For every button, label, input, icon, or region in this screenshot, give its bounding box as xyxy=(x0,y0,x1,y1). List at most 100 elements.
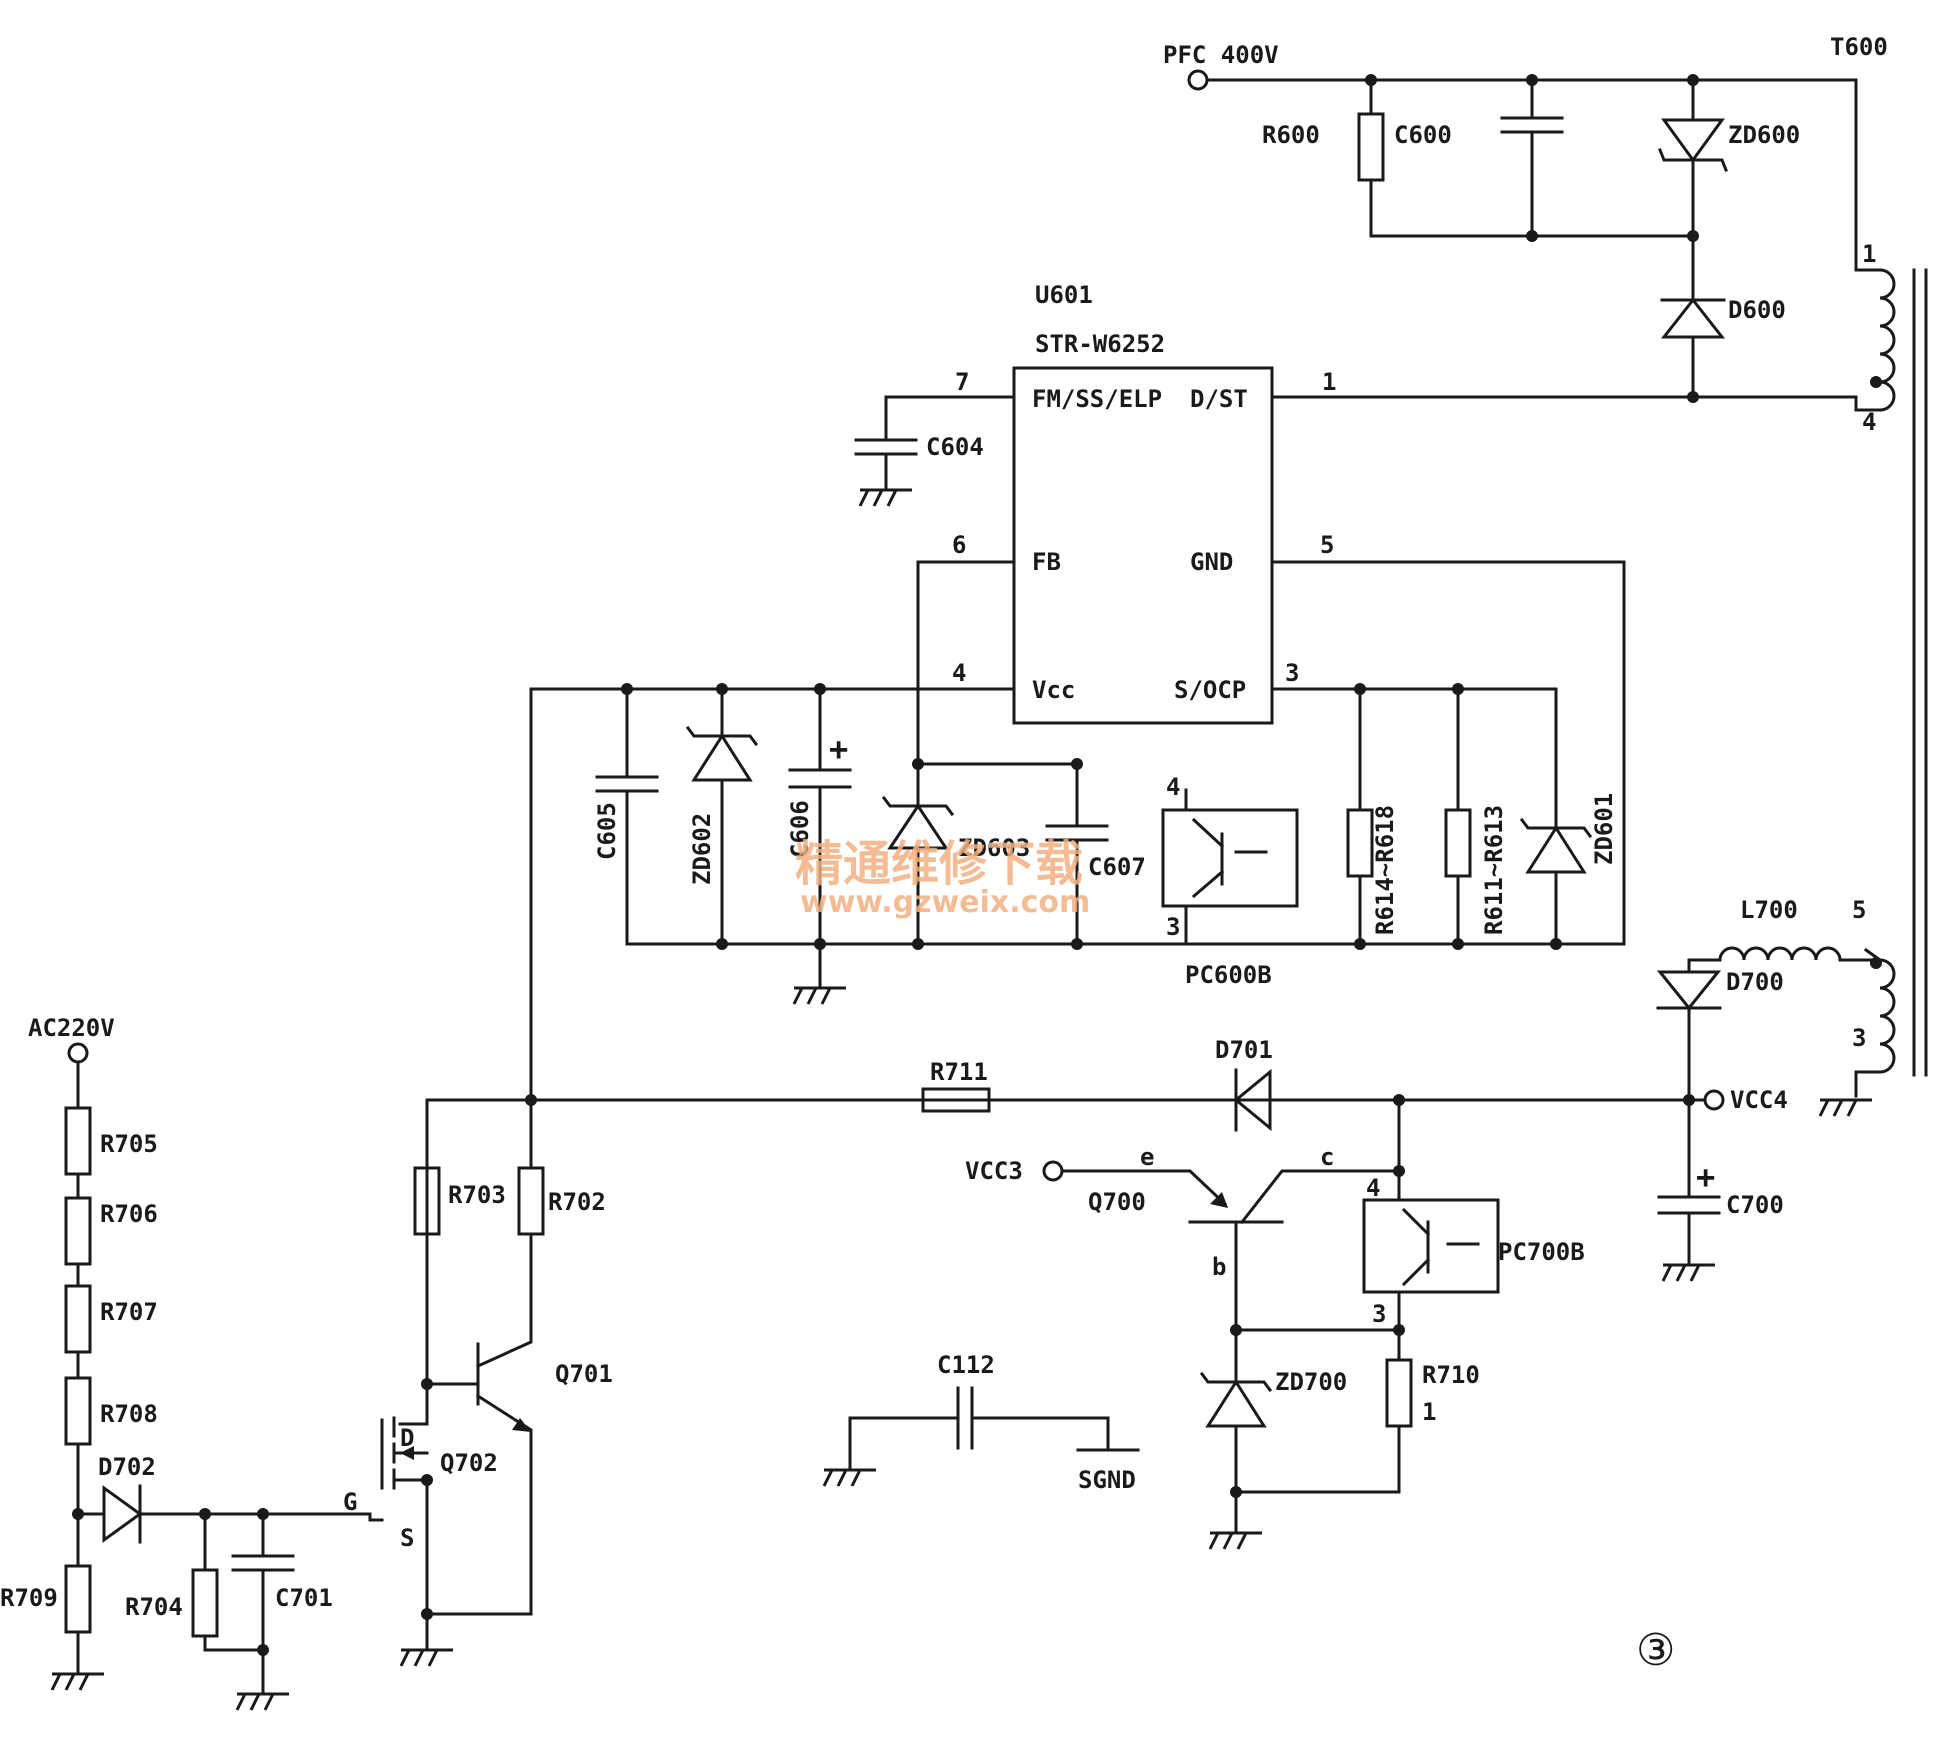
l700-label: L700 xyxy=(1740,896,1798,924)
r711-resistor xyxy=(921,1087,991,1113)
q700-pin-b: b xyxy=(1212,1253,1226,1281)
c606-plus: + xyxy=(829,730,848,768)
secondary-output: L700 D700 VCC4 + C700 xyxy=(1656,896,1882,1283)
pc700b-pin-4: 4 xyxy=(1366,1174,1380,1202)
r708-resistor xyxy=(64,1376,92,1446)
zd600-zener xyxy=(1661,118,1725,163)
r703-label: R703 xyxy=(448,1181,506,1209)
pin-3-number: 3 xyxy=(1285,659,1299,687)
startup-network: R703 R702 Q701 D S G Q702 xyxy=(343,1098,613,1668)
u601-ic: U601 STR-W6252 FM/SS/ELP D/ST FB GND Vcc… xyxy=(529,281,1695,946)
r710-resistor xyxy=(1385,1358,1413,1428)
vcc-network: C605 ZD602 + C606 ZD603 C607 xyxy=(529,683,1626,1102)
watermark: 精通维修下载 www.gzweix.com xyxy=(795,836,1090,920)
q702-pin-s: S xyxy=(400,1524,414,1552)
d600-label: D600 xyxy=(1728,296,1786,324)
r614-label: R614~R618 xyxy=(1371,805,1399,935)
watermark-url: www.gzweix.com xyxy=(800,885,1090,920)
r704-resistor xyxy=(191,1568,219,1638)
pc700b-optocoupler xyxy=(1362,1198,1500,1294)
q702-pin-g: G xyxy=(343,1488,357,1516)
pin-vcc-label: Vcc xyxy=(1032,676,1075,704)
r600-label: R600 xyxy=(1262,121,1320,149)
feedback-line: R711 D701 xyxy=(425,1036,1691,1252)
r710-pin-1: 1 xyxy=(1422,1398,1436,1426)
r707-label: R707 xyxy=(100,1298,158,1326)
q700-label: Q700 xyxy=(1088,1188,1146,1216)
c606-label: C606 xyxy=(786,800,814,858)
zd601-label: ZD601 xyxy=(1590,793,1618,865)
c700-label: C700 xyxy=(1726,1191,1784,1219)
u601-part-label: STR-W6252 xyxy=(1035,330,1165,358)
q700-network: VCC3 e c Q700 b 4 3 PC700B ZD700 xyxy=(965,1098,1585,1551)
d701-label: D701 xyxy=(1215,1036,1273,1064)
q702-pin-d: D xyxy=(400,1424,414,1452)
r600-resistor xyxy=(1357,112,1385,182)
pin-fb-label: FB xyxy=(1032,548,1061,576)
figure-number: ③ xyxy=(1636,1625,1675,1676)
r711-label: R711 xyxy=(930,1058,988,1086)
vcc3-label: VCC3 xyxy=(965,1157,1023,1185)
u601-label: U601 xyxy=(1035,281,1093,309)
d702-diode xyxy=(102,1485,143,1543)
r702-label: R702 xyxy=(548,1188,606,1216)
pc700b-pin-3: 3 xyxy=(1372,1300,1386,1328)
pfc-400v-terminal xyxy=(1187,69,1209,91)
t600-pin-3: 3 xyxy=(1852,1024,1866,1052)
t600-pin-1: 1 xyxy=(1862,240,1876,268)
c112-network: C112 SGND xyxy=(822,1351,1140,1494)
r705-resistor xyxy=(64,1106,92,1176)
r708-label: R708 xyxy=(100,1400,158,1428)
c112-label: C112 xyxy=(937,1351,995,1379)
pin-7-number: 7 xyxy=(955,368,969,396)
pc600b-optocoupler xyxy=(1161,808,1299,908)
pc600b-pin-3: 3 xyxy=(1166,913,1180,941)
t600-label: T600 xyxy=(1830,33,1888,61)
q700-pin-c: c xyxy=(1320,1143,1334,1171)
zd700-label: ZD700 xyxy=(1275,1368,1347,1396)
q700-pin-e: e xyxy=(1140,1143,1154,1171)
pin-socp-label: S/OCP xyxy=(1174,676,1246,704)
watermark-text: 精通维修下载 xyxy=(795,836,1083,892)
r707-resistor xyxy=(64,1284,92,1354)
pfc-input-group: PFC 400V T600 R600 C600 ZD600 D600 xyxy=(1163,33,1888,403)
r611-label: R611~R613 xyxy=(1480,805,1508,935)
t600-pin-5: 5 xyxy=(1852,896,1866,924)
u601-body xyxy=(1012,366,1274,725)
ac220v-label: AC220V xyxy=(28,1014,115,1042)
pin-5-number: 5 xyxy=(1320,531,1334,559)
zd601-zener xyxy=(1525,825,1587,874)
zd602-zener xyxy=(691,733,753,782)
r705-label: R705 xyxy=(100,1130,158,1158)
vcc3-terminal xyxy=(1042,1160,1064,1182)
pin-6-number: 6 xyxy=(952,531,966,559)
r704-label: R704 xyxy=(125,1593,183,1621)
c600-label: C600 xyxy=(1394,121,1452,149)
zd603-label: ZD603 xyxy=(958,834,1030,862)
c604-capacitor: C604 xyxy=(854,433,984,508)
r709-label: R709 xyxy=(0,1584,58,1612)
pc700b-label: PC700B xyxy=(1498,1238,1585,1266)
d600-diode xyxy=(1660,297,1726,339)
c605-label: C605 xyxy=(593,802,621,860)
r706-label: R706 xyxy=(100,1200,158,1228)
ac-detect-network: AC220V R705 R706 R707 R708 R709 D702 R70… xyxy=(0,1014,372,1712)
pin-gnd-label: GND xyxy=(1190,548,1233,576)
d700-diode xyxy=(1656,970,1722,1011)
pc600b-label: PC600B xyxy=(1185,961,1272,989)
pin-dst-label: D/ST xyxy=(1190,385,1248,413)
c700-plus: + xyxy=(1696,1158,1715,1196)
t600-pin-4: 4 xyxy=(1862,408,1876,436)
r611-r613-resistor xyxy=(1444,808,1472,878)
pin-fm-label: FM/SS/ELP xyxy=(1032,385,1162,413)
c604-label: C604 xyxy=(926,433,984,461)
vcc4-terminal xyxy=(1703,1089,1725,1111)
c701-label: C701 xyxy=(275,1584,333,1612)
r702-resistor xyxy=(517,1166,545,1236)
zd600-label: ZD600 xyxy=(1728,121,1800,149)
r710-label: R710 xyxy=(1422,1361,1480,1389)
r709-resistor xyxy=(64,1564,92,1634)
zd602-label: ZD602 xyxy=(688,813,716,885)
pin-1-number: 1 xyxy=(1322,368,1336,396)
